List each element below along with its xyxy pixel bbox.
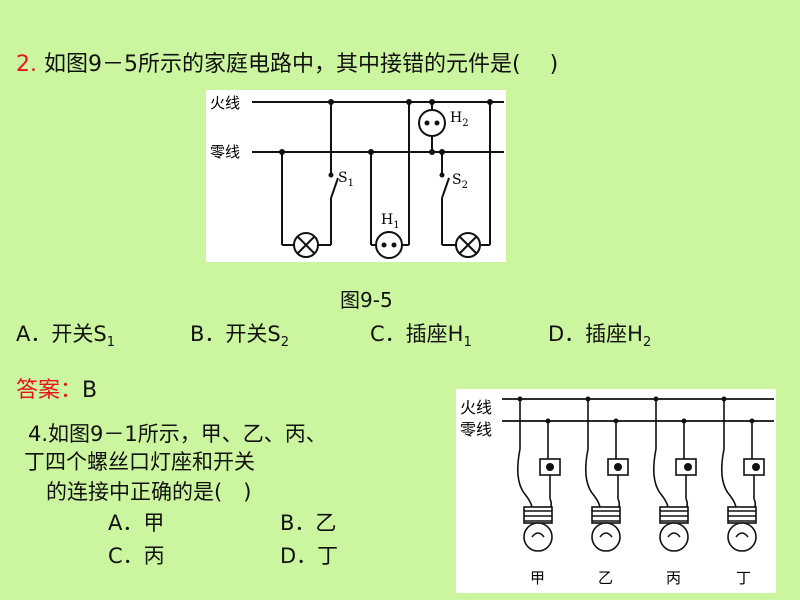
figure-9-5-caption: 图9-5	[340, 288, 393, 312]
neutral-label: 零线	[210, 143, 240, 161]
lamp-label-jia: 甲	[530, 569, 545, 587]
socket-h2-icon	[418, 109, 446, 137]
s2-label: S2	[452, 172, 468, 191]
lamp-label-yi: 乙	[598, 569, 613, 587]
fig91-live-label: 火线	[460, 398, 492, 417]
q4-option-a[interactable]: A．甲	[108, 511, 165, 535]
q2-option-c[interactable]: C．插座H1	[370, 322, 472, 351]
h2-label: H2	[450, 110, 469, 129]
q2-option-d[interactable]: D．插座H2	[548, 322, 652, 351]
socket-h1-icon	[375, 231, 403, 259]
figure-9-5: 火线 零线 S1 S2 H1 H2	[206, 90, 506, 262]
s1-label: S1	[338, 170, 354, 189]
q4-option-b[interactable]: B．乙	[280, 511, 337, 535]
q4-line-2: 丁四个螺丝口灯座和开关	[24, 450, 255, 474]
q4-option-c[interactable]: C．丙	[108, 544, 165, 568]
q4-line-1: 4.如图9－1所示，甲、乙、丙、	[28, 422, 327, 446]
q4-option-d[interactable]: D．丁	[280, 544, 339, 568]
q2-stem: 2. 如图9－5所示的家庭电路中，其中接错的元件是( )	[16, 46, 558, 78]
answer-label: 答案：	[16, 378, 83, 403]
q2-stem-text: 如图9－5所示的家庭电路中，其中接错的元件是( )	[44, 52, 559, 77]
lamp-wiring-diagram: 火线 零线	[460, 396, 774, 587]
circuit-diagram-9-5: 火线 零线 S1 S2 H1 H2	[210, 94, 504, 259]
fig91-neutral-label: 零线	[460, 420, 492, 439]
figure-9-1: 火线 零线	[456, 389, 776, 593]
lamp-label-ding: 丁	[736, 569, 751, 587]
q2-option-a[interactable]: A．开关S1	[16, 322, 115, 351]
q2-number: 2.	[16, 52, 37, 77]
h1-label: H1	[381, 212, 400, 231]
q2-option-b[interactable]: B．开关S2	[190, 322, 290, 351]
live-label: 火线	[210, 94, 240, 112]
q4-line-3: 的连接中正确的是( )	[46, 480, 252, 504]
answer-value: B	[82, 378, 98, 403]
q2-answer: 答案：B	[16, 372, 97, 404]
lamp-label-bing: 丙	[666, 569, 681, 587]
